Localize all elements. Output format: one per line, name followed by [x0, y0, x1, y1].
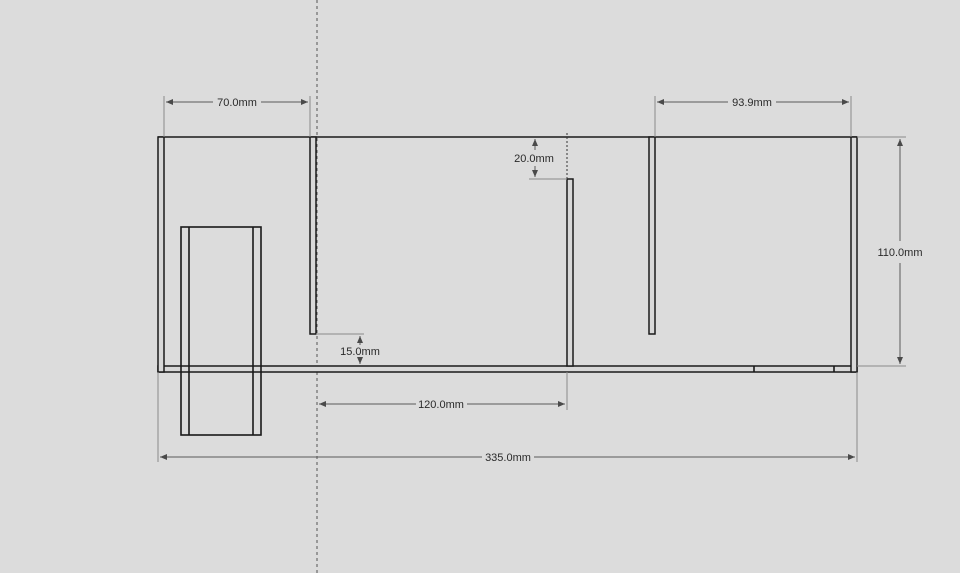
dimension-label-height: 110.0mm — [877, 247, 922, 259]
enclosure-right-wall[interactable] — [850, 136, 858, 373]
dimension-label-right-gap: 93.9mm — [732, 97, 772, 109]
dimension-label-wall-clearance: 15.0mm — [340, 346, 380, 358]
divider-wall-center[interactable] — [566, 178, 574, 367]
enclosure[interactable] — [157, 136, 858, 373]
dimension-label-overall-length: 335.0mm — [485, 452, 531, 464]
dimension-center-span[interactable]: 120.0mm — [319, 372, 568, 411]
dimension-label-divider-offset: 20.0mm — [514, 153, 554, 165]
enclosure-bottom-plate[interactable] — [157, 365, 858, 373]
dimension-divider-offset[interactable]: 20.0mm — [514, 139, 567, 180]
divider-wall-right[interactable] — [648, 136, 656, 335]
dimension-label-center-span: 120.0mm — [418, 399, 464, 411]
dimension-height[interactable]: 110.0mm — [857, 136, 923, 367]
dimension-right-gap[interactable]: 93.9mm — [654, 96, 852, 137]
dimension-left-gap[interactable]: 70.0mm — [163, 96, 311, 137]
dimension-wall-clearance[interactable]: 15.0mm — [316, 333, 380, 364]
dimension-overall-length[interactable]: 335.0mm — [157, 372, 858, 464]
enclosure-left-wall[interactable] — [157, 136, 165, 373]
inlet-channel[interactable] — [180, 226, 262, 436]
dimension-label-left-gap: 70.0mm — [217, 97, 257, 109]
divider-wall-left[interactable] — [309, 136, 317, 335]
